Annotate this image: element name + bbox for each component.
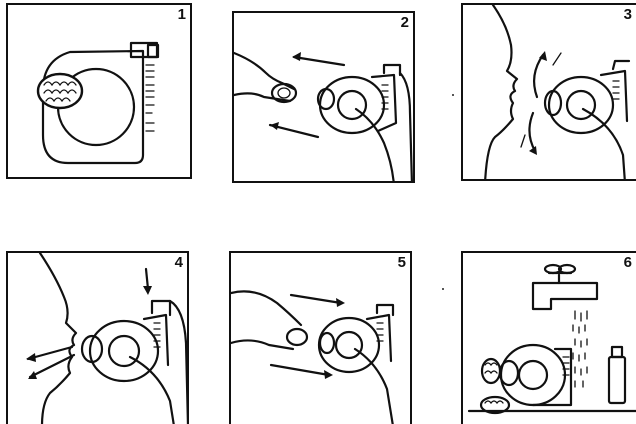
wash-under-tap-illustration xyxy=(463,253,636,424)
press-canister-inhale-illustration xyxy=(8,253,189,424)
place-mouthpiece-illustration xyxy=(463,5,636,181)
mouthpiece-cap xyxy=(38,74,82,108)
spacer-with-cap-illustration xyxy=(8,5,192,179)
step-2-panel: 2 xyxy=(232,11,415,183)
step-5-panel: 5 xyxy=(229,251,412,424)
shake-device-illustration xyxy=(234,13,415,183)
step-1-panel: 1 xyxy=(6,3,192,179)
step-4-panel: 4 xyxy=(6,251,189,424)
scan-speck xyxy=(442,288,444,290)
scan-speck xyxy=(452,94,454,96)
step-6-panel: 6 xyxy=(461,251,636,424)
step-3-panel: 3 xyxy=(461,3,636,181)
shake-again-illustration xyxy=(231,253,412,424)
